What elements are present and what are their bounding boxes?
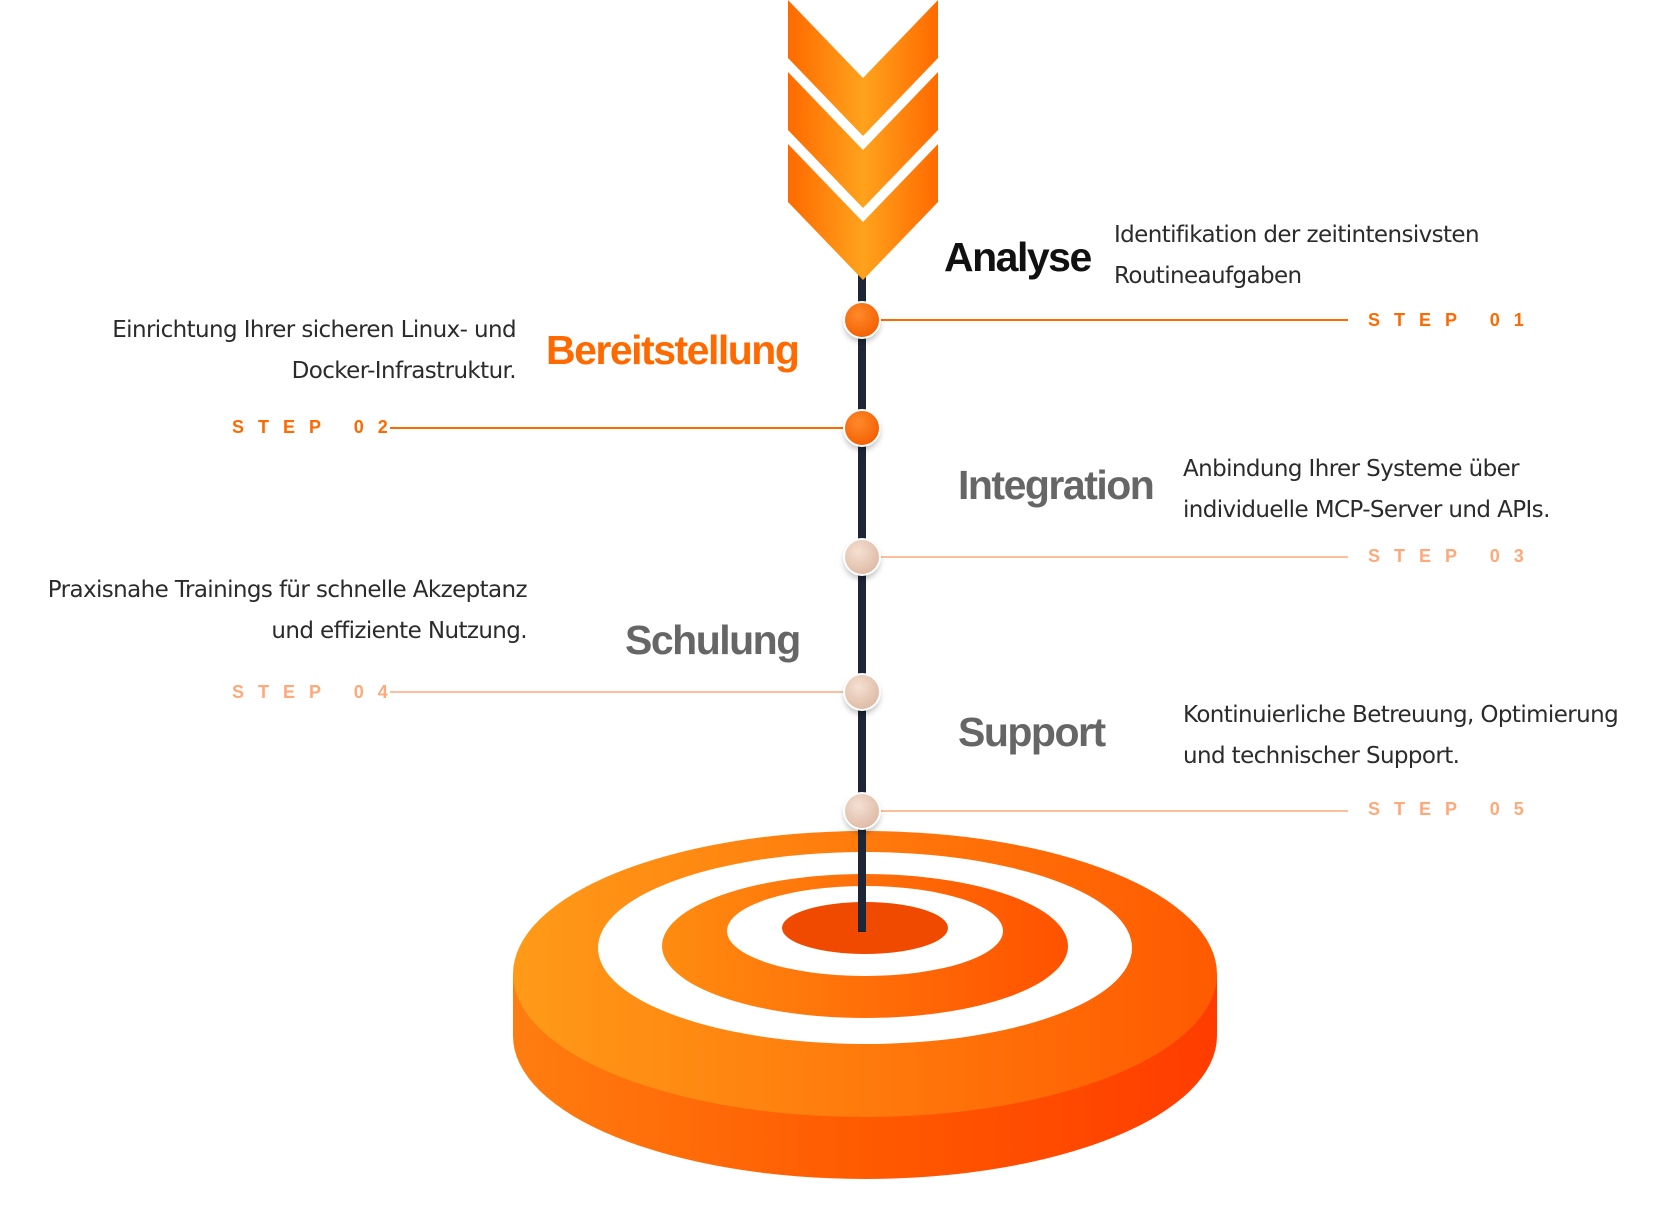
description-line: Praxisnahe Trainings für schnelle Akzept… [47,577,528,603]
description-line: und technischer Support. [1183,743,1460,769]
description-line: und effiziente Nutzung. [271,618,527,644]
description-line: Identifikation der zeitintensivsten [1114,222,1480,248]
description-line: Routineaufgaben [1114,263,1302,289]
step-description-support: Kontinuierliche Betreuung, Optimierung u… [1183,695,1619,777]
timeline-node-2 [843,409,881,447]
step-description-bereitstellung: Einrichtung Ihrer sicheren Linux- und Do… [50,310,516,392]
target-icon [513,831,1217,1179]
arrow-shaft [858,262,866,932]
step-description-schulung: Praxisnahe Trainings für schnelle Akzept… [10,570,528,652]
description-line: Docker-Infrastruktur. [291,358,517,384]
step-title-support: Support [958,709,1106,755]
step-title-analyse: Analyse [944,234,1092,280]
description-line: individuelle MCP-Server und APIs. [1183,497,1550,523]
step-label-03: STEP 03 [1368,546,1538,566]
description-line: Anbindung Ihrer Systeme über [1183,456,1520,482]
description-line: Einrichtung Ihrer sicheren Linux- und [112,317,516,343]
step-title-schulung: Schulung [625,617,801,663]
timeline-node-5 [843,792,881,830]
description-line: Kontinuierliche Betreuung, Optimierung [1183,702,1619,728]
timeline-node-4 [843,673,881,711]
connector-lines [390,319,1348,812]
timeline-nodes [843,301,881,833]
step-label-02: STEP 02 [232,417,402,437]
step-label-04: STEP 04 [232,682,402,702]
step-label-05: STEP 05 [1368,799,1538,819]
arrow-chevrons-icon [788,0,938,280]
step-title-integration: Integration [958,462,1155,508]
step-description-analyse: Identifikation der zeitintensivsten Rout… [1114,215,1480,297]
timeline-node-3 [843,538,881,576]
step-label-01: STEP 01 [1368,310,1538,330]
step-description-integration: Anbindung Ihrer Systeme über individuell… [1183,449,1550,531]
step-title-bereitstellung: Bereitstellung [546,327,800,373]
timeline-node-1 [843,301,881,339]
